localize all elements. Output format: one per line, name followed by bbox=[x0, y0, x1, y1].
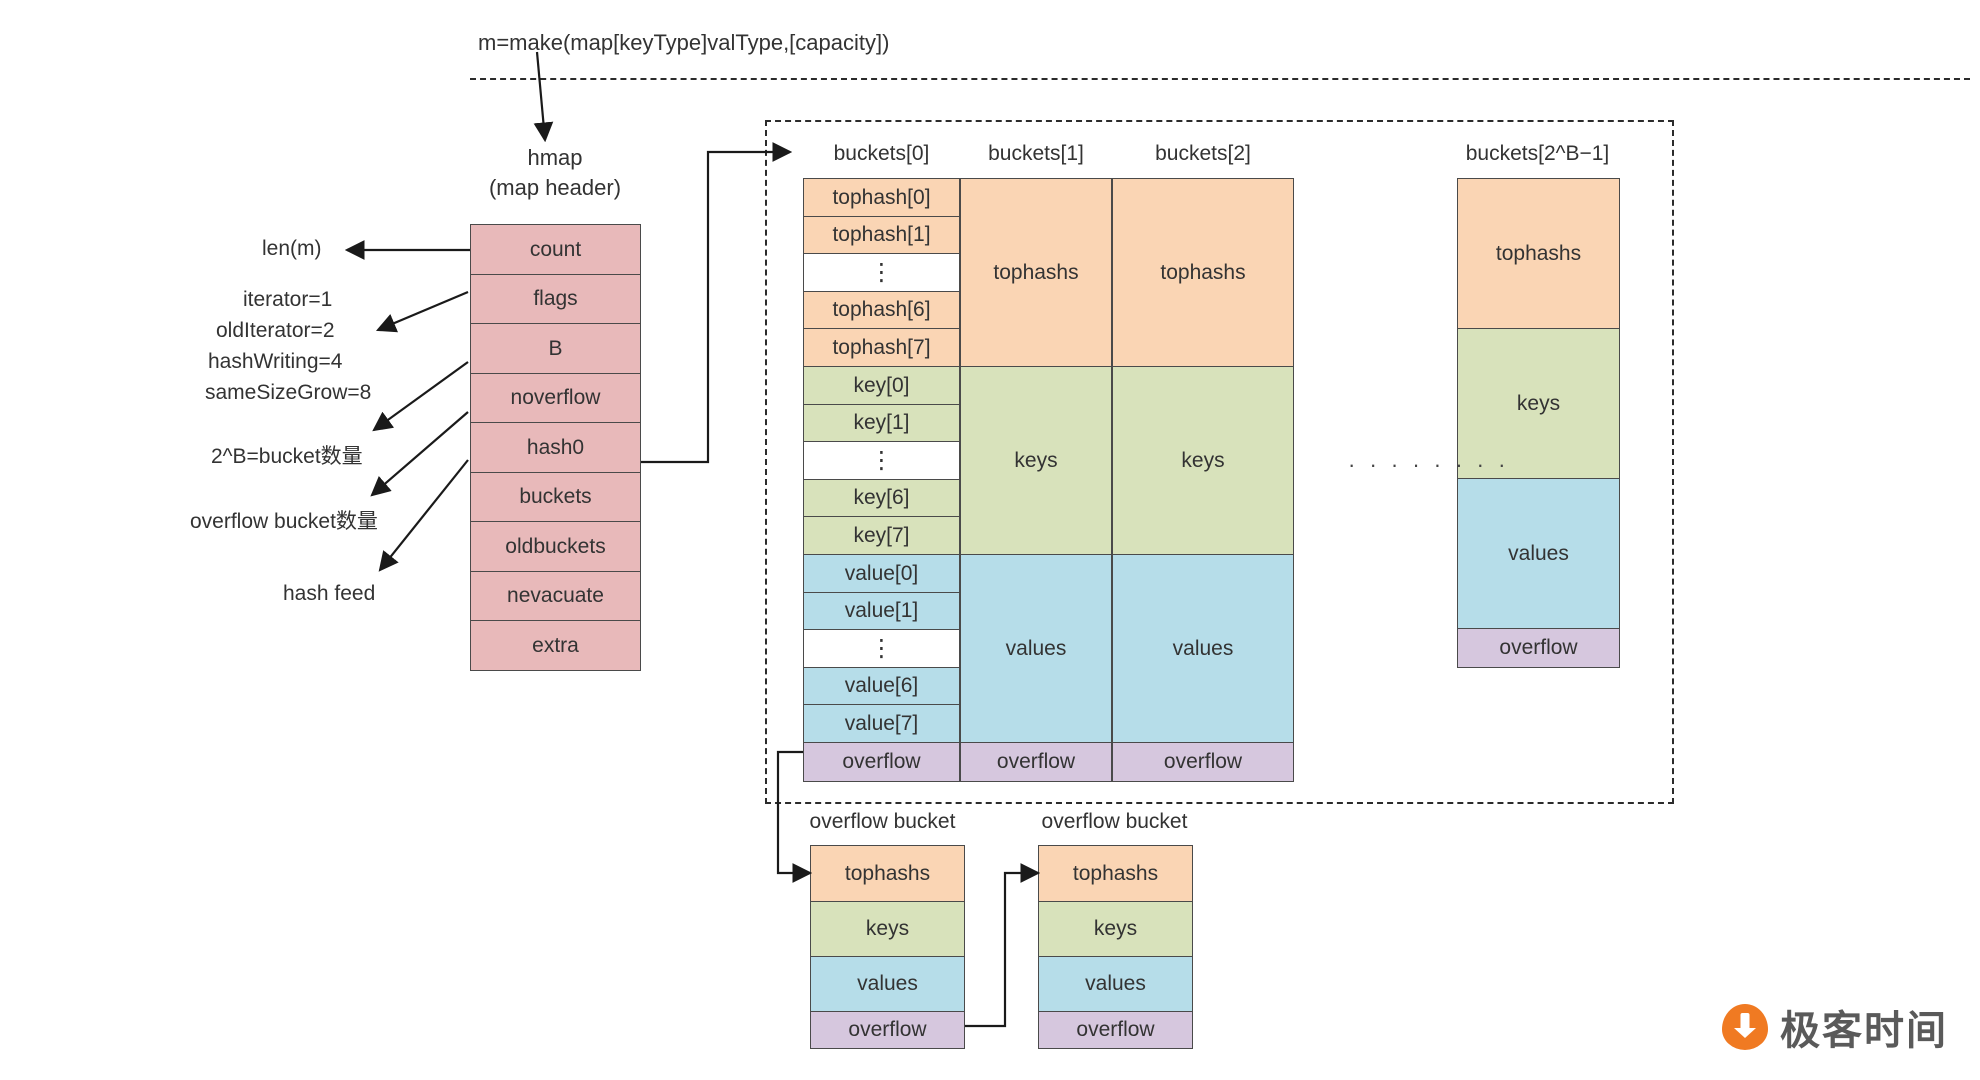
bucket-0-cell-key1: key[1] bbox=[803, 403, 960, 443]
bucket-0-cell-ellipsis-12: ⋮ bbox=[803, 629, 960, 669]
annotation-flags-samesizegrow: sameSizeGrow=8 bbox=[205, 381, 372, 404]
bucket-0-cell-tophash7: tophash[7] bbox=[803, 328, 960, 368]
annotation-bucket-count: 2^B=bucket数量 bbox=[211, 445, 363, 468]
hmap-field-nevacuate: nevacuate bbox=[470, 570, 641, 622]
overflow-bucket-1-section-values: values bbox=[1038, 956, 1193, 1013]
bucket-2-section-tophashs: tophashs bbox=[1112, 178, 1294, 368]
vertical-ellipsis-icon: ⋮ bbox=[869, 634, 894, 662]
bucket-3-section-values: values bbox=[1457, 478, 1620, 630]
bucket-0-cell-value6: value[6] bbox=[803, 666, 960, 706]
make-expression: m=make(map[keyType]valType,[capacity]) bbox=[478, 30, 890, 55]
bucket-1-section-tophashs: tophashs bbox=[960, 178, 1112, 368]
bucket-0-cell-ellipsis-2: ⋮ bbox=[803, 253, 960, 293]
overflow-bucket-header-1: overflow bucket bbox=[1041, 810, 1188, 833]
bucket-0-cell-ellipsis-7: ⋮ bbox=[803, 441, 960, 481]
overflow-bucket-1-section-keys: keys bbox=[1038, 901, 1193, 958]
annotation-overflow-bucket-count: overflow bucket数量 bbox=[190, 510, 378, 533]
hmap-field-count: count bbox=[470, 224, 641, 276]
overflow-bucket-1-section-tophashs: tophashs bbox=[1038, 845, 1193, 903]
bucket-header-1: buckets[1] bbox=[988, 142, 1084, 165]
bucket-2-section-keys: keys bbox=[1112, 366, 1294, 556]
overflow-bucket-1-section-overflow: overflow bbox=[1038, 1011, 1193, 1049]
bucket-1-section-values: values bbox=[960, 554, 1112, 744]
hmap-field-oldbuckets: oldbuckets bbox=[470, 521, 641, 573]
overflow-bucket-0-section-values: values bbox=[810, 956, 965, 1013]
bucket-0-cell-key0: key[0] bbox=[803, 366, 960, 406]
annotation-flags-hashwriting: hashWriting=4 bbox=[208, 350, 343, 373]
annotation-flags-olditerator: oldIterator=2 bbox=[216, 319, 335, 342]
top-dashed-divider bbox=[470, 78, 1970, 80]
overflow-bucket-0-section-overflow: overflow bbox=[810, 1011, 965, 1049]
overflow-bucket-header-0: overflow bucket bbox=[809, 810, 956, 833]
bucket-0-cell-overflow: overflow bbox=[803, 742, 960, 782]
bucket-0-cell-tophash0: tophash[0] bbox=[803, 178, 960, 218]
hmap-field-flags: flags bbox=[470, 273, 641, 325]
bucket-0-cell-value0: value[0] bbox=[803, 554, 960, 594]
bucket-0-cell-tophash1: tophash[1] bbox=[803, 215, 960, 255]
annotation-flags-iterator: iterator=1 bbox=[243, 288, 333, 311]
hmap-field-b: B bbox=[470, 323, 641, 375]
overflow-bucket-0-section-tophashs: tophashs bbox=[810, 845, 965, 903]
vertical-ellipsis-icon: ⋮ bbox=[869, 258, 894, 286]
geektime-logo-icon bbox=[1722, 1004, 1768, 1050]
bucket-0-cell-key7: key[7] bbox=[803, 516, 960, 556]
bucket-0-cell-value7: value[7] bbox=[803, 704, 960, 744]
hmap-field-hash0: hash0 bbox=[470, 422, 641, 474]
overflow-bucket-0-section-keys: keys bbox=[810, 901, 965, 958]
hmap-subtitle: (map header) bbox=[488, 175, 622, 200]
bucket-header-last: buckets[2^B−1] bbox=[1465, 142, 1610, 165]
bucket-3-section-tophashs: tophashs bbox=[1457, 178, 1620, 330]
watermark-text: 极客时间 bbox=[1780, 1008, 1948, 1054]
buckets-ellipsis: · · · · · · · · bbox=[1348, 452, 1510, 477]
bucket-1-section-overflow: overflow bbox=[960, 742, 1112, 782]
vertical-ellipsis-icon: ⋮ bbox=[869, 446, 894, 474]
bucket-0-cell-value1: value[1] bbox=[803, 591, 960, 631]
annotation-hash-feed: hash feed bbox=[283, 582, 376, 605]
bucket-1-section-keys: keys bbox=[960, 366, 1112, 556]
hmap-field-buckets: buckets bbox=[470, 471, 641, 523]
bucket-header-2: buckets[2] bbox=[1155, 142, 1251, 165]
bucket-header-0: buckets[0] bbox=[833, 142, 930, 165]
hmap-field-extra: extra bbox=[470, 620, 641, 672]
annotation-len: len(m) bbox=[262, 237, 322, 260]
bucket-0-cell-key6: key[6] bbox=[803, 478, 960, 518]
watermark-logo: 极客时间 bbox=[1722, 998, 1948, 1056]
bucket-2-section-overflow: overflow bbox=[1112, 742, 1294, 782]
hmap-field-noverflow: noverflow bbox=[470, 372, 641, 424]
hmap-title: hmap bbox=[527, 145, 583, 170]
bucket-3-section-overflow: overflow bbox=[1457, 628, 1620, 668]
bucket-0-cell-tophash6: tophash[6] bbox=[803, 290, 960, 330]
bucket-2-section-values: values bbox=[1112, 554, 1294, 744]
